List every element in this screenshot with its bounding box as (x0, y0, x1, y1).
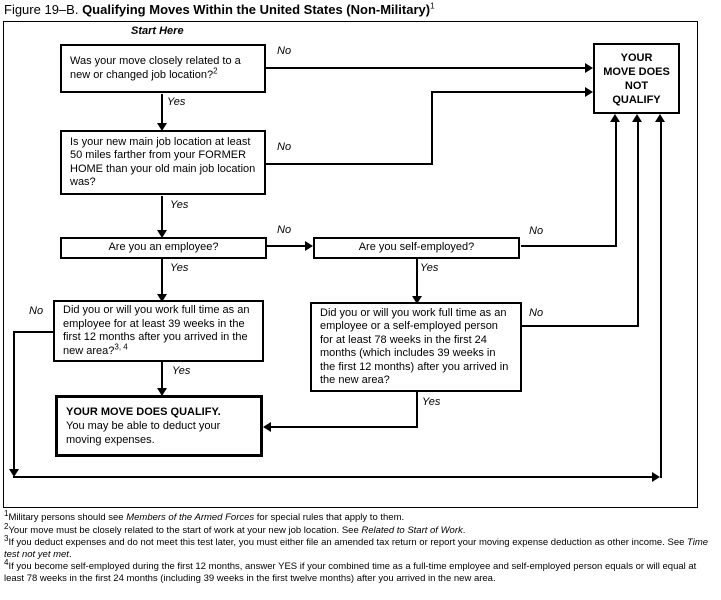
connector-q6-yes-v (416, 392, 418, 428)
footnote-1-text: Military persons should see (8, 512, 127, 523)
label-yes-q3: Yes (170, 262, 189, 274)
arrow-q5-no-down (9, 469, 19, 477)
node-does-not-qualify: YOUR MOVE DOES NOT QUALIFY (593, 43, 680, 114)
connector-q2-no-upper-h (431, 91, 586, 93)
node-q3-text: Are you an employee? (108, 241, 219, 254)
node-q2-text: Is your new main job location at least 5… (70, 135, 256, 189)
node-q1-move-related: Was your move closely related to a new o… (60, 44, 266, 93)
arrow-q6-yes-left (263, 422, 271, 432)
connector-q4-yes-v (416, 259, 418, 297)
node-q2-50-miles: Is your new main job location at least 5… (60, 130, 266, 195)
connector-up-right-v (660, 122, 662, 478)
connector-up-mid-v (637, 122, 639, 327)
arrow-q1-no-right (585, 63, 593, 73)
label-yes-q6: Yes (422, 396, 441, 408)
node-q6-78-weeks: Did you or will you work full time as an… (310, 302, 522, 392)
connector-q1-no-h (266, 67, 586, 69)
footnotes: 1Military persons should see Members of … (4, 508, 718, 585)
label-yes-q5: Yes (172, 365, 191, 377)
arrow-bottom-right (652, 472, 660, 482)
footnote-2: 2Your move must be closely related to th… (4, 522, 718, 537)
footnote-2-post: . (462, 524, 466, 536)
node-q4-self-employed: Are you self-employed? (313, 237, 520, 259)
node-q1-text: Was your move closely related to a new o… (62, 55, 264, 82)
arrow-q2-no-right (585, 87, 593, 97)
arrow-q3-yes-down (157, 294, 167, 302)
connector-q6-yes-h (270, 426, 418, 428)
label-no-q1: No (277, 45, 292, 57)
label-yes-q2: Yes (170, 199, 189, 211)
q5-text: Did you or will you work full time as an… (63, 304, 250, 357)
connector-q2-no-v (431, 91, 433, 165)
footnote-3: 3If you deduct expenses and do not meet … (4, 533, 718, 560)
figure-title: Figure 19–B. Qualifying Moves Within the… (4, 2, 435, 17)
connector-q2-yes-v (161, 196, 163, 231)
figure-label: Figure 19–B. (4, 2, 79, 17)
connector-q1-yes-v (161, 94, 163, 124)
connector-q2-no-lower-h (266, 163, 433, 165)
does-not-qualify-text: YOUR MOVE DOES NOT QUALIFY (603, 51, 670, 106)
footnote-2-superscript: 2 (4, 521, 9, 531)
footnote-1-superscript: 1 (4, 508, 9, 518)
node-q3-employee: Are you an employee? (60, 237, 267, 259)
footnote-1: 1Military persons should see Members of … (4, 508, 718, 524)
arrow-q1-yes-down (157, 123, 167, 131)
does-qualify-text: YOUR MOVE DOES QUALIFY. You may be able … (58, 405, 260, 447)
q1-text: Was your move closely related to a new o… (70, 55, 241, 81)
connector-q3-yes-v (161, 259, 163, 295)
label-no-q4: No (529, 225, 544, 237)
label-yes-q4: Yes (420, 262, 439, 274)
footnote-3-text: If you deduct expenses and do not meet t… (8, 537, 688, 548)
q1-superscript: 2 (213, 65, 218, 75)
does-qualify-heading: YOUR MOVE DOES QUALIFY. (66, 406, 221, 418)
connector-q3-no-h (267, 245, 306, 247)
arrow-q5-yes-down (157, 388, 167, 396)
connector-q5-no-v (13, 331, 15, 471)
arrow-up-mid (632, 114, 642, 122)
footnote-1-italic: Members of the Armed Forces (126, 512, 255, 523)
label-no-q2: No (277, 141, 292, 153)
connector-up-left-v (615, 122, 617, 247)
node-q4-text: Are you self-employed? (358, 241, 475, 254)
footnote-3-post: . (68, 548, 72, 560)
arrow-q2-yes-down (157, 230, 167, 238)
node-q6-text: Did you or will you work full time as an… (320, 306, 509, 387)
footnote-2-italic: Related to Start of Work (361, 524, 463, 536)
arrow-up-right (655, 114, 665, 122)
connector-q4-no-h (521, 245, 617, 247)
connector-bottom-h (13, 476, 653, 478)
node-q5-39-weeks: Did you or will you work full time as an… (53, 300, 264, 362)
footnote-3-italic: Time test not yet met (4, 537, 709, 560)
footnote-4-text: If you become self-employed during the f… (4, 561, 697, 584)
q5-superscript: 3, 4 (114, 341, 128, 351)
connector-q6-no-h (522, 325, 639, 327)
label-no-q3: No (277, 224, 292, 236)
footnote-3-superscript: 3 (4, 533, 9, 543)
label-no-q6: No (529, 307, 544, 319)
node-q5-text: Did you or will you work full time as an… (55, 304, 262, 358)
arrow-q4-yes-down (412, 296, 422, 304)
connector-q5-yes-v (161, 362, 163, 389)
does-qualify-body: You may be able to deduct your moving ex… (66, 420, 221, 446)
figure-title-superscript: 1 (430, 1, 435, 11)
node-does-qualify: YOUR MOVE DOES QUALIFY. You may be able … (55, 395, 263, 457)
footnote-1-post: for special rules that apply to them. (254, 512, 405, 523)
footnote-2-text: Your move must be closely related to the… (8, 524, 362, 536)
footnote-4: 4If you become self-employed during the … (4, 557, 718, 584)
flowchart-border (3, 21, 698, 508)
connector-q5-no-h (13, 331, 55, 333)
footnote-4-superscript: 4 (4, 557, 9, 567)
start-here-label: Start Here (131, 25, 184, 37)
label-yes-q1: Yes (167, 96, 186, 108)
arrow-q3-no-right (305, 241, 313, 251)
figure-title-text: Qualifying Moves Within the United State… (82, 2, 431, 17)
label-no-q5: No (29, 305, 44, 317)
arrow-up-left (610, 114, 620, 122)
